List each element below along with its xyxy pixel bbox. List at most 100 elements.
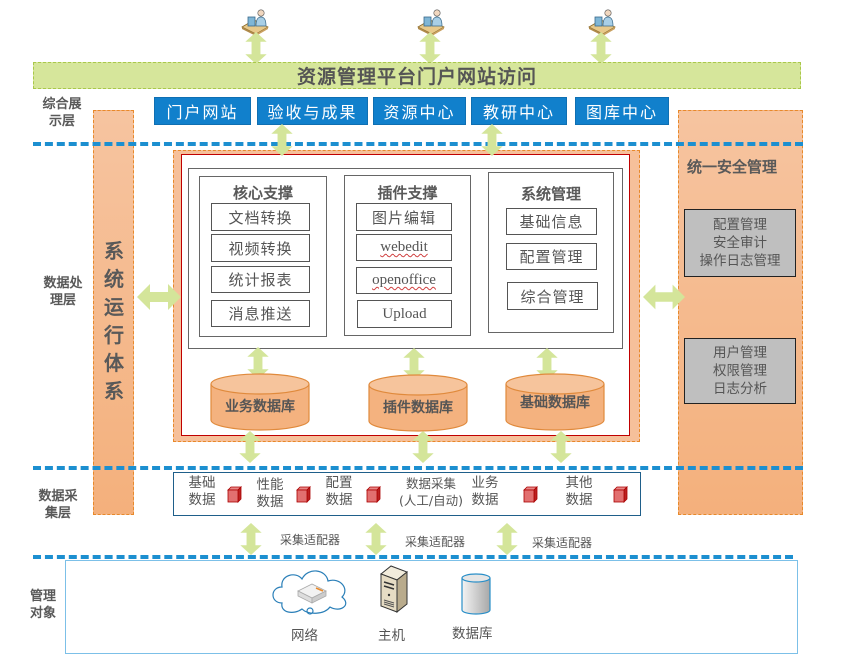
collection-line: 配置 bbox=[325, 475, 353, 491]
security-item: 配置管理 bbox=[713, 217, 767, 233]
collection-line: 数据 bbox=[188, 492, 216, 508]
portal-access-banner: 资源管理平台门户网站访问 bbox=[33, 62, 801, 89]
portal-button-gallery-center[interactable]: 图库中心 bbox=[575, 97, 669, 125]
layer-label-line: 示层 bbox=[48, 114, 75, 129]
data-cube-icon bbox=[295, 485, 311, 503]
collection-line: 基础 bbox=[188, 475, 216, 491]
data-cube-icon bbox=[612, 485, 628, 503]
layer-label-line: 集层 bbox=[44, 506, 71, 521]
layer-label-line: 对象 bbox=[30, 606, 57, 621]
managed-objects-box bbox=[65, 560, 798, 654]
database-business: 业务数据库 bbox=[210, 372, 310, 432]
layer-label-line: 数据采 bbox=[38, 489, 78, 504]
collection-item-manual-auto: 数据采集 (人工/自动) bbox=[395, 475, 467, 509]
portal-button-acceptance[interactable]: 验收与成果 bbox=[257, 97, 368, 125]
module-label: openoffice bbox=[372, 272, 436, 288]
module-doc-conversion: 文档转换 bbox=[211, 203, 310, 231]
module-upload: Upload bbox=[357, 300, 452, 328]
title-char: 系 bbox=[104, 379, 124, 403]
group-title: 插件支撑 bbox=[377, 184, 438, 202]
layer-label-line: 理层 bbox=[49, 293, 76, 308]
security-box-user-permission: 用户管理 权限管理 日志分析 bbox=[684, 338, 796, 404]
security-item: 日志分析 bbox=[713, 381, 767, 397]
module-statistics-report: 统计报表 bbox=[211, 266, 310, 293]
module-webedit: webedit bbox=[356, 234, 452, 261]
data-collection-box bbox=[173, 472, 641, 516]
module-basic-info: 基础信息 bbox=[506, 208, 597, 235]
managed-object-network: 网络 bbox=[291, 628, 318, 644]
system-operation-column bbox=[93, 110, 134, 515]
bidirectional-arrow-icon bbox=[365, 523, 387, 555]
title-char: 统 bbox=[104, 267, 124, 291]
portal-button-research-center[interactable]: 教研中心 bbox=[471, 97, 567, 125]
core-modules-frame bbox=[188, 168, 623, 349]
bidirectional-arrow-icon bbox=[590, 32, 612, 64]
bidirectional-arrow-icon bbox=[271, 124, 293, 156]
layer-divider bbox=[33, 555, 793, 559]
collection-item-config: 配置数据 bbox=[322, 475, 356, 509]
collection-line: 数据采集 bbox=[405, 476, 456, 491]
adapter-label: 采集适配器 bbox=[280, 533, 341, 547]
collection-line: 其他 bbox=[565, 475, 593, 491]
server-host-icon bbox=[380, 565, 408, 614]
module-image-edit: 图片编辑 bbox=[356, 203, 452, 231]
data-cube-icon bbox=[365, 485, 381, 503]
module-config-management: 配置管理 bbox=[506, 243, 597, 270]
module-integrated-management: 综合管理 bbox=[507, 282, 598, 310]
bidirectional-arrow-icon bbox=[412, 431, 434, 463]
database-label: 业务数据库 bbox=[225, 399, 295, 415]
adapter-label: 采集适配器 bbox=[405, 535, 466, 549]
collection-item-basic: 基础数据 bbox=[185, 475, 219, 509]
collection-item-other: 其他数据 bbox=[562, 475, 596, 509]
security-item: 用户管理 bbox=[713, 345, 767, 361]
horizontal-bidirectional-arrow-icon bbox=[137, 284, 181, 310]
layer-label-line: 管理 bbox=[30, 589, 57, 604]
portal-button-portal-site[interactable]: 门户网站 bbox=[154, 97, 251, 125]
collection-line: (人工/自动) bbox=[399, 493, 463, 508]
network-cloud-icon bbox=[272, 570, 347, 615]
security-item: 操作日志管理 bbox=[699, 253, 781, 269]
collection-line: 性能 bbox=[256, 477, 284, 493]
database-cylinder-icon bbox=[505, 373, 605, 431]
collection-line: 业务 bbox=[471, 475, 499, 491]
layer-label-collection: 数据采 集层 bbox=[33, 488, 83, 522]
security-box-config-audit: 配置管理 安全审计 操作日志管理 bbox=[684, 209, 796, 277]
module-openoffice: openoffice bbox=[356, 267, 452, 294]
portal-button-resource-center[interactable]: 资源中心 bbox=[373, 97, 466, 125]
layer-label-line: 数据处 bbox=[43, 276, 83, 291]
database-plugin: 插件数据库 bbox=[368, 373, 468, 433]
collection-line: 数据 bbox=[471, 492, 499, 508]
database-label: 插件数据库 bbox=[383, 400, 453, 416]
collection-item-performance: 性能数据 bbox=[253, 477, 287, 511]
bidirectional-arrow-icon bbox=[419, 32, 441, 64]
module-label: webedit bbox=[380, 239, 428, 255]
layer-label-managed: 管理 对象 bbox=[30, 588, 70, 622]
database-icon bbox=[461, 573, 491, 615]
group-title: 核心支撑 bbox=[232, 184, 293, 202]
database-cylinder-icon bbox=[210, 373, 310, 431]
bidirectional-arrow-icon bbox=[240, 523, 262, 555]
group-title: 系统管理 bbox=[520, 185, 581, 203]
data-cube-icon bbox=[522, 485, 538, 503]
layer-divider bbox=[33, 466, 803, 470]
title-char: 运 bbox=[104, 295, 124, 319]
security-management-column bbox=[678, 110, 803, 515]
database-label: 基础数据库 bbox=[520, 395, 590, 411]
managed-object-host: 主机 bbox=[378, 628, 405, 644]
data-cube-icon bbox=[226, 485, 242, 503]
layer-label-display: 综合展 示层 bbox=[37, 96, 87, 130]
module-message-push: 消息推送 bbox=[211, 300, 310, 327]
database-basic: 基础数据库 bbox=[505, 372, 605, 432]
collection-line: 数据 bbox=[565, 492, 593, 508]
title-char: 行 bbox=[104, 323, 124, 347]
title-char: 系 bbox=[104, 239, 124, 263]
bidirectional-arrow-icon bbox=[481, 124, 503, 156]
security-management-title: 统一安全管理 bbox=[687, 158, 778, 176]
collection-item-business: 业务数据 bbox=[468, 475, 502, 509]
layer-label-line: 综合展 bbox=[42, 97, 82, 112]
bidirectional-arrow-icon bbox=[239, 431, 261, 463]
security-item: 安全审计 bbox=[713, 235, 767, 251]
module-video-conversion: 视频转换 bbox=[211, 234, 310, 262]
database-cylinder-icon bbox=[368, 374, 468, 432]
bidirectional-arrow-icon bbox=[496, 523, 518, 555]
